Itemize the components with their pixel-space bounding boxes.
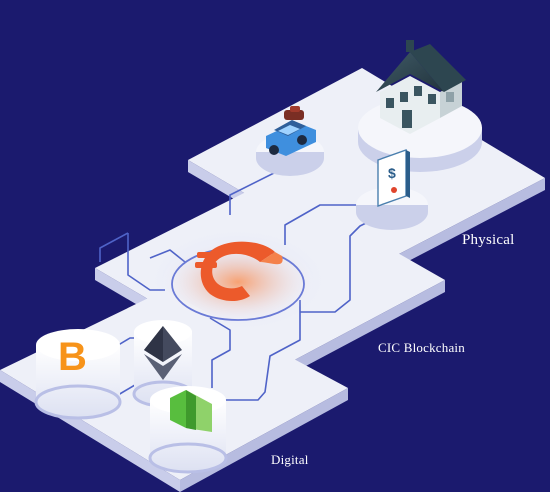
house-icon [376,40,466,134]
ethereum-icon [144,326,182,380]
digital-layer-label: Digital [271,452,309,467]
physical-layer-label: Physical [462,232,515,248]
car-icon [266,106,316,156]
neo-icon [170,390,212,432]
svg-text:$: $ [388,165,396,181]
dollar-document-icon: $ [377,149,410,207]
cic-logo-icon [195,241,283,302]
bitcoin-cylinder [34,329,122,420]
bitcoin-b-icon: B [58,335,87,379]
svg-text:B: B [58,335,87,379]
blockchain-layer-label: CIC Blockchain [378,340,465,355]
